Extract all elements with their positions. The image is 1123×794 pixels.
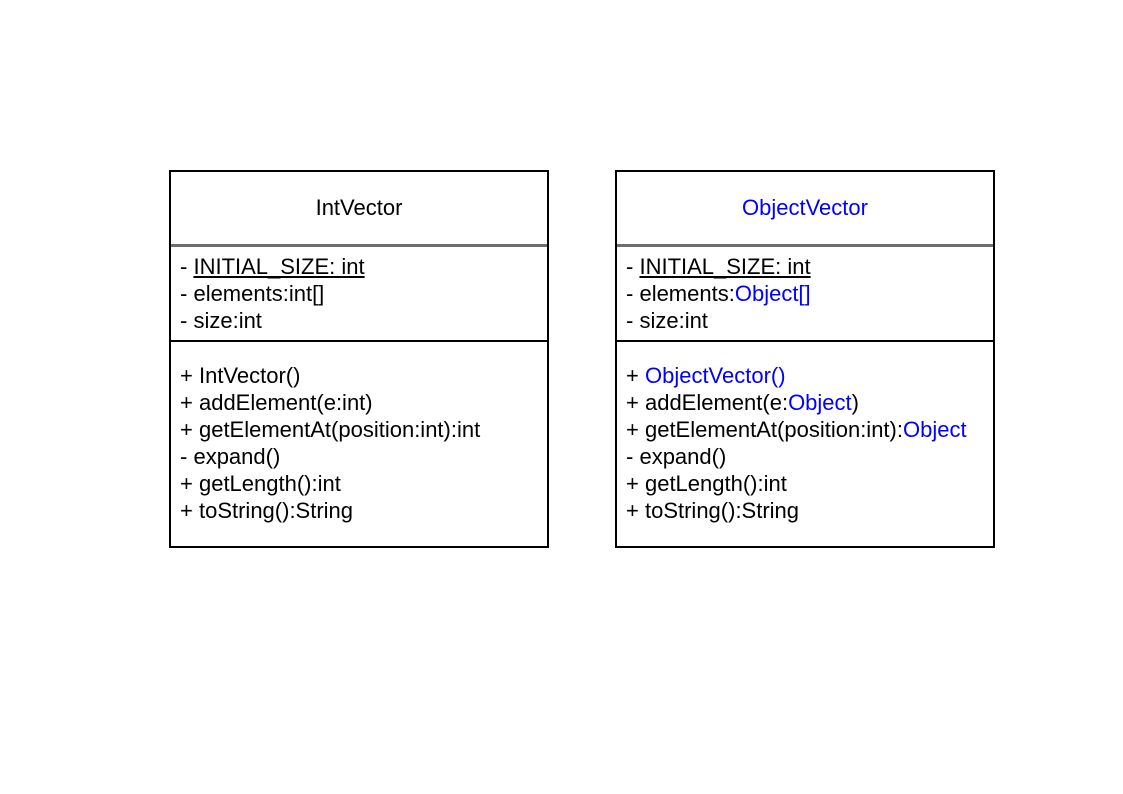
member-signature: IntVector() [199, 363, 300, 388]
member-visibility: + [626, 417, 645, 442]
member-token-accent: Object[] [734, 281, 811, 306]
member-visibility: - [180, 254, 194, 279]
class-name-compartment: ObjectVector [617, 172, 993, 247]
member-signature: getLength():int [199, 471, 341, 496]
class-title: IntVector [315, 195, 403, 220]
member-token: addElement(e:int) [198, 390, 373, 415]
member-visibility: - [180, 308, 194, 333]
class-member: + toString():String [626, 497, 993, 524]
member-token: IntVector() [198, 363, 301, 388]
member-visibility: - [626, 254, 640, 279]
member-visibility: + [180, 390, 199, 415]
member-token: toString():String [644, 498, 800, 523]
member-visibility: + [626, 390, 645, 415]
member-token: elements:int[] [193, 281, 325, 306]
member-token: getElementAt(position:int):int [198, 417, 481, 442]
member-token: ) [851, 390, 859, 415]
class-member: - size:int [626, 307, 993, 334]
class-member: - elements:Object[] [626, 280, 993, 307]
class-attributes-compartment: - INITIAL_SIZE: int- elements:int[]- siz… [171, 247, 547, 342]
member-token: expand() [193, 444, 281, 469]
member-signature: expand() [639, 444, 726, 469]
member-signature: size:int [193, 308, 261, 333]
class-box-objectvector[interactable]: ObjectVector - INITIAL_SIZE: int- elemen… [615, 170, 995, 548]
member-visibility: - [180, 444, 194, 469]
class-member: - INITIAL_SIZE: int [180, 253, 547, 280]
class-member: - expand() [180, 443, 547, 470]
class-name-compartment: IntVector [171, 172, 547, 247]
member-token-accent: ObjectVector() [644, 363, 786, 388]
member-signature: ObjectVector() [645, 363, 786, 388]
member-signature: addElement(e:int) [199, 390, 373, 415]
member-visibility: - [626, 308, 640, 333]
member-visibility: + [180, 417, 199, 442]
class-title: ObjectVector [742, 195, 868, 220]
class-member: + IntVector() [180, 362, 547, 389]
member-signature: toString():String [199, 498, 353, 523]
member-signature: getElementAt(position:int):int [199, 417, 480, 442]
member-token: elements: [639, 281, 735, 306]
member-signature: INITIAL_SIZE: int [193, 254, 364, 279]
member-token-accent: Object [788, 390, 852, 415]
member-signature: getElementAt(position:int):Object [645, 417, 967, 442]
member-signature: elements:int[] [193, 281, 324, 306]
class-box-intvector[interactable]: IntVector - INITIAL_SIZE: int- elements:… [169, 170, 549, 548]
member-visibility: - [180, 281, 194, 306]
class-member: - elements:int[] [180, 280, 547, 307]
member-signature: size:int [639, 308, 707, 333]
class-member: + getLength():int [180, 470, 547, 497]
class-member: + getElementAt(position:int):Object [626, 416, 993, 443]
member-token: size:int [193, 308, 262, 333]
member-visibility: + [180, 363, 199, 388]
class-member: + toString():String [180, 497, 547, 524]
class-member: - INITIAL_SIZE: int [626, 253, 993, 280]
class-member: + addElement(e:Object) [626, 389, 993, 416]
member-signature: expand() [193, 444, 280, 469]
member-signature: INITIAL_SIZE: int [639, 254, 810, 279]
class-operations-compartment: + ObjectVector()+ addElement(e:Object)+ … [617, 342, 993, 546]
member-visibility: + [180, 471, 199, 496]
member-visibility: - [626, 444, 640, 469]
class-member: + getLength():int [626, 470, 993, 497]
member-token: getElementAt(position:int): [644, 417, 903, 442]
class-member: + addElement(e:int) [180, 389, 547, 416]
member-token: INITIAL_SIZE: int [639, 254, 811, 279]
member-token: toString():String [198, 498, 354, 523]
member-visibility: + [626, 471, 645, 496]
member-signature: getLength():int [645, 471, 787, 496]
class-member: + getElementAt(position:int):int [180, 416, 547, 443]
member-token: expand() [639, 444, 727, 469]
member-signature: toString():String [645, 498, 799, 523]
member-signature: elements:Object[] [639, 281, 810, 306]
class-member: + ObjectVector() [626, 362, 993, 389]
member-token: size:int [639, 308, 708, 333]
member-token-accent: Object [903, 417, 967, 442]
class-attributes-compartment: - INITIAL_SIZE: int- elements:Object[]- … [617, 247, 993, 342]
class-member: - expand() [626, 443, 993, 470]
class-operations-compartment: + IntVector()+ addElement(e:int)+ getEle… [171, 342, 547, 546]
member-visibility: + [180, 498, 199, 523]
member-visibility: + [626, 363, 645, 388]
member-token: getLength():int [644, 471, 787, 496]
member-signature: addElement(e:Object) [645, 390, 859, 415]
member-visibility: - [626, 281, 640, 306]
member-token: INITIAL_SIZE: int [193, 254, 365, 279]
member-visibility: + [626, 498, 645, 523]
class-member: - size:int [180, 307, 547, 334]
member-token: addElement(e: [644, 390, 789, 415]
member-token: getLength():int [198, 471, 341, 496]
